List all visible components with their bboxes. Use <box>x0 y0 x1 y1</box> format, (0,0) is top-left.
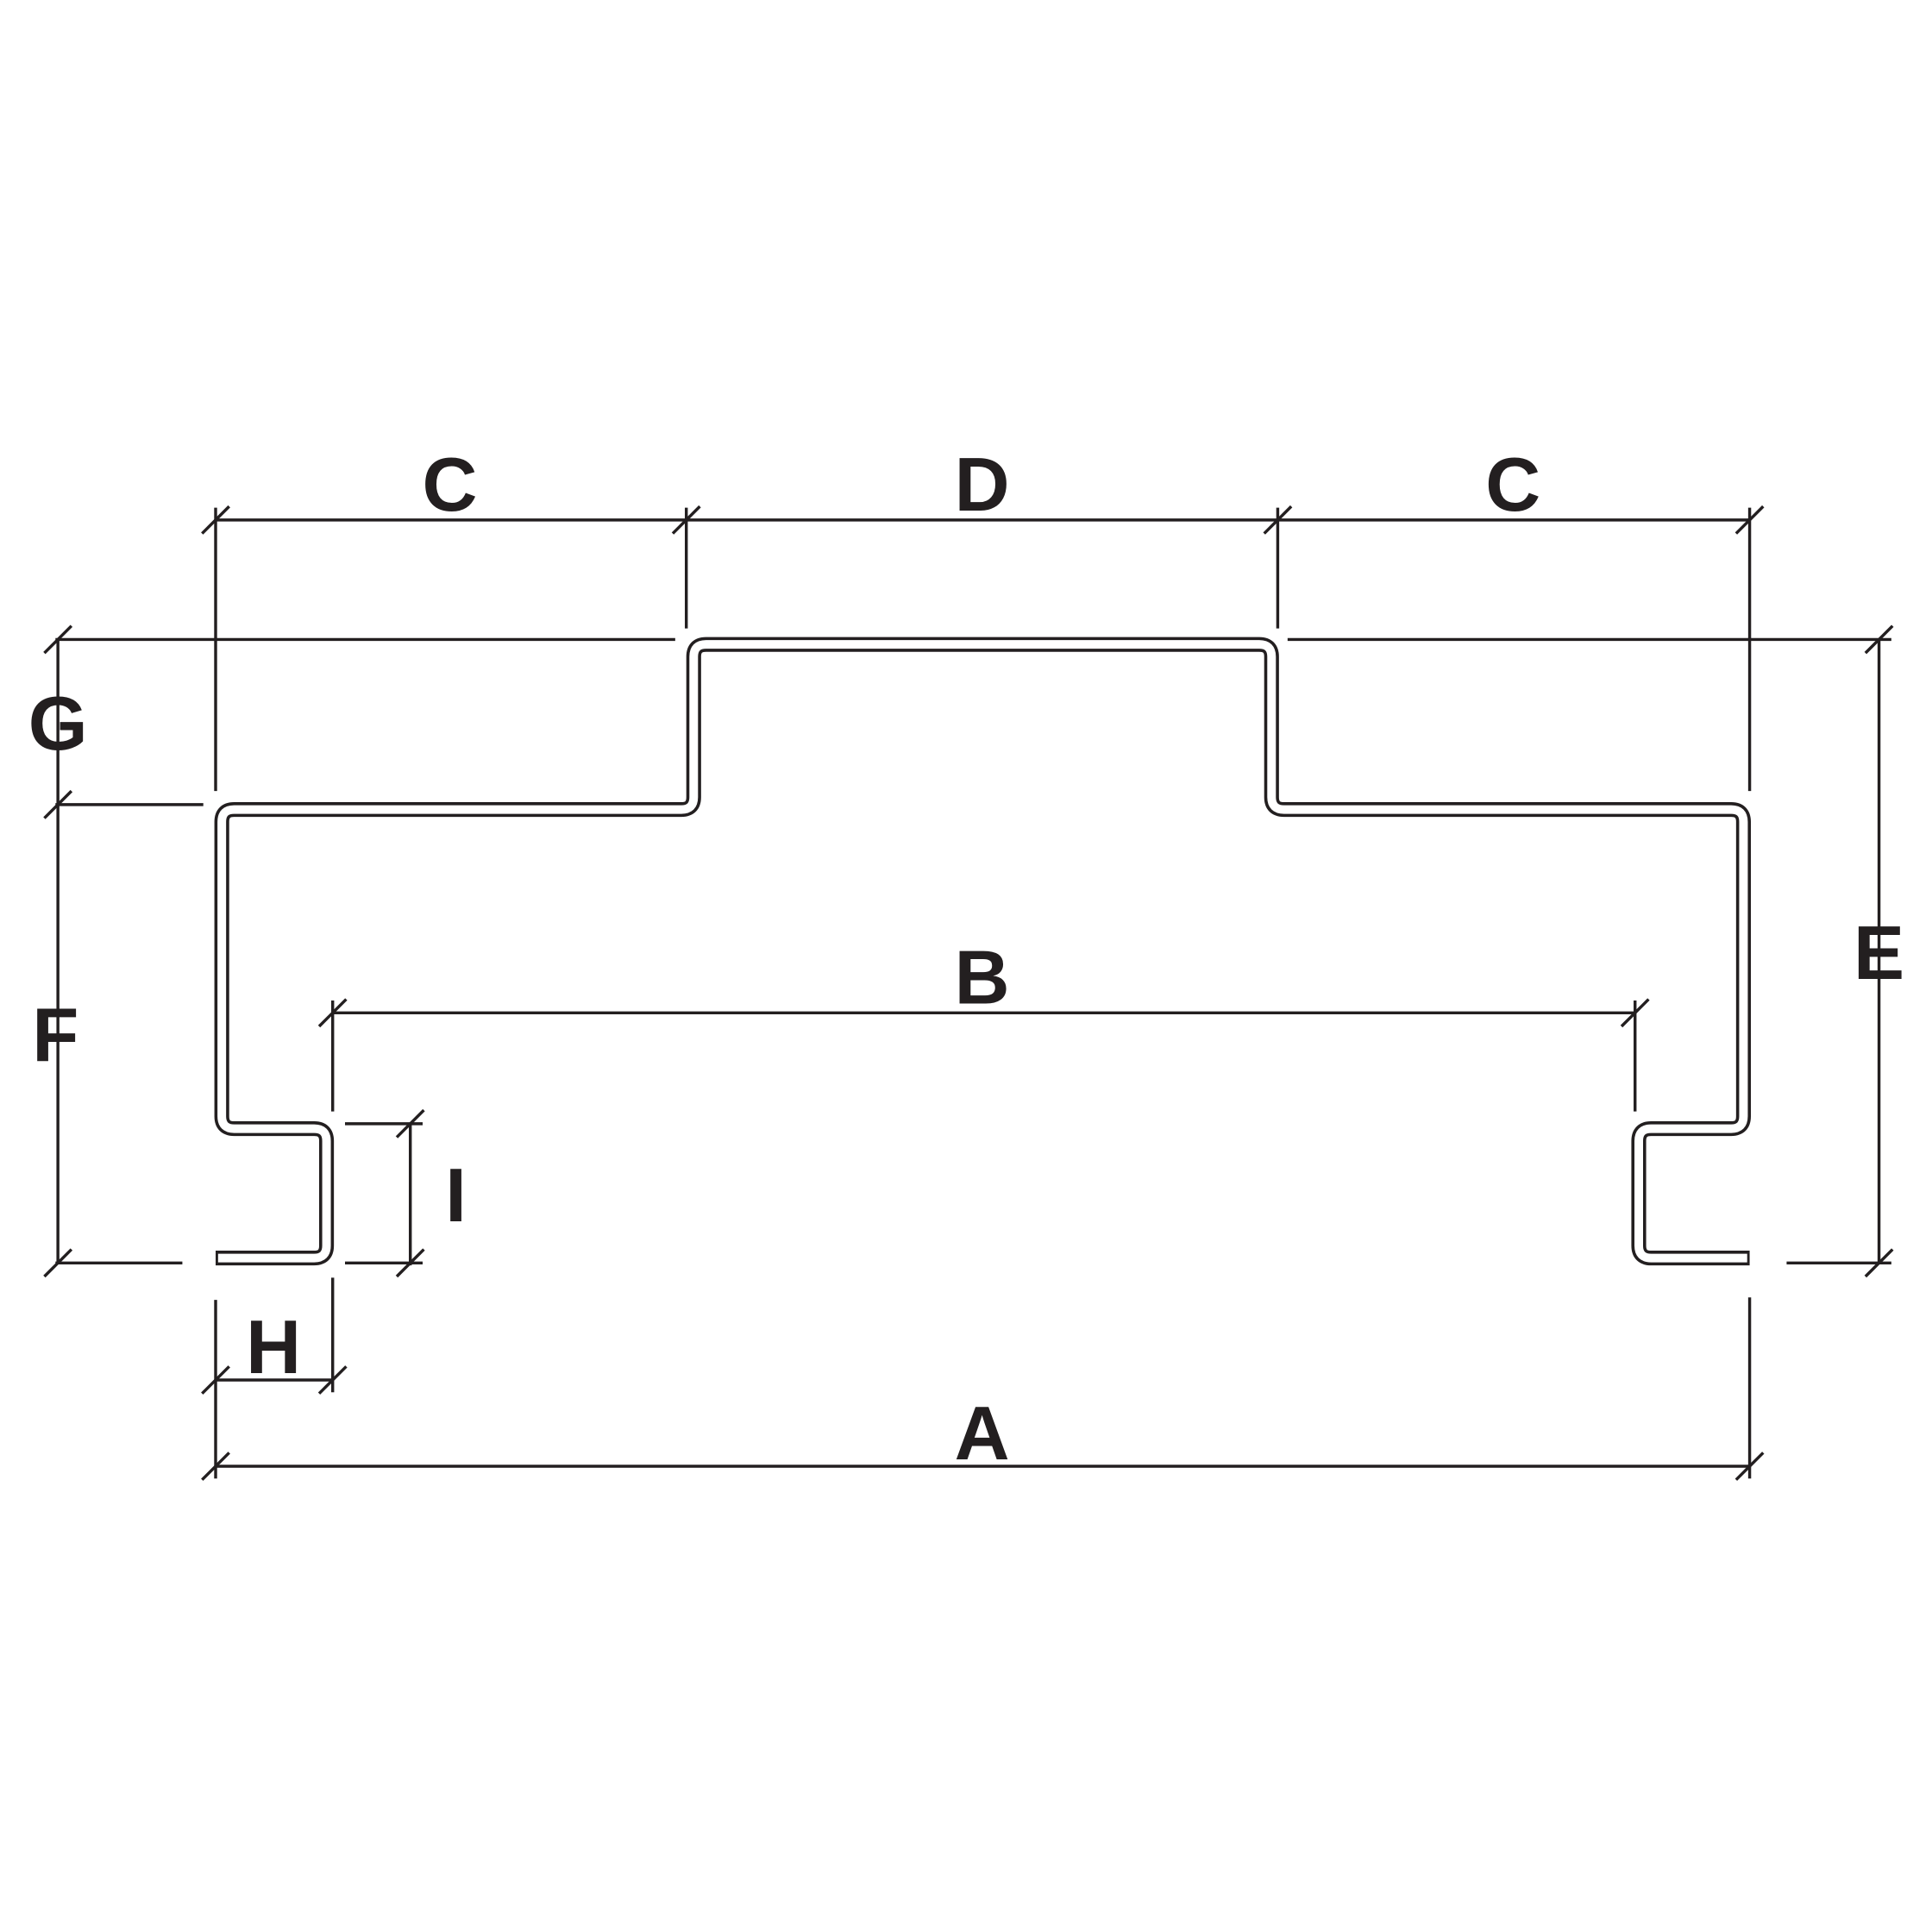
dimension-tick <box>317 1365 348 1395</box>
dimension-tick <box>395 1248 425 1278</box>
label-i: I <box>445 1152 467 1238</box>
dimension-lines <box>55 507 1891 1479</box>
dimension-tick <box>1734 505 1765 535</box>
hat-channel-profile <box>214 637 1752 1266</box>
dimension-tick <box>43 624 73 655</box>
dimension-tick <box>43 789 73 819</box>
dimension-tick <box>201 1365 230 1395</box>
label-h: H <box>246 1304 301 1389</box>
label-f: F <box>32 993 78 1078</box>
dimension-tick <box>201 505 230 535</box>
dimension-tick <box>1263 505 1293 535</box>
dimension-tick <box>1620 998 1650 1028</box>
label-c-right: C <box>1485 442 1540 527</box>
dimension-tick <box>201 1452 230 1481</box>
dimension-tick <box>1864 1248 1894 1278</box>
dimension-ticks <box>43 505 1894 1481</box>
dimension-tick <box>395 1108 425 1138</box>
label-b: B <box>955 934 1010 1019</box>
label-d: D <box>955 442 1010 527</box>
dimension-labels: C D C G F E B I H A <box>28 442 1904 1476</box>
label-e: E <box>1854 910 1904 995</box>
label-g: G <box>28 681 88 766</box>
dimension-tick <box>43 1248 73 1278</box>
dimension-tick <box>671 505 701 535</box>
dimension-tick <box>1864 624 1894 655</box>
label-c-left: C <box>422 442 477 527</box>
dimension-tick <box>1734 1452 1765 1481</box>
label-a: A <box>955 1390 1010 1476</box>
dimension-tick <box>317 998 348 1028</box>
